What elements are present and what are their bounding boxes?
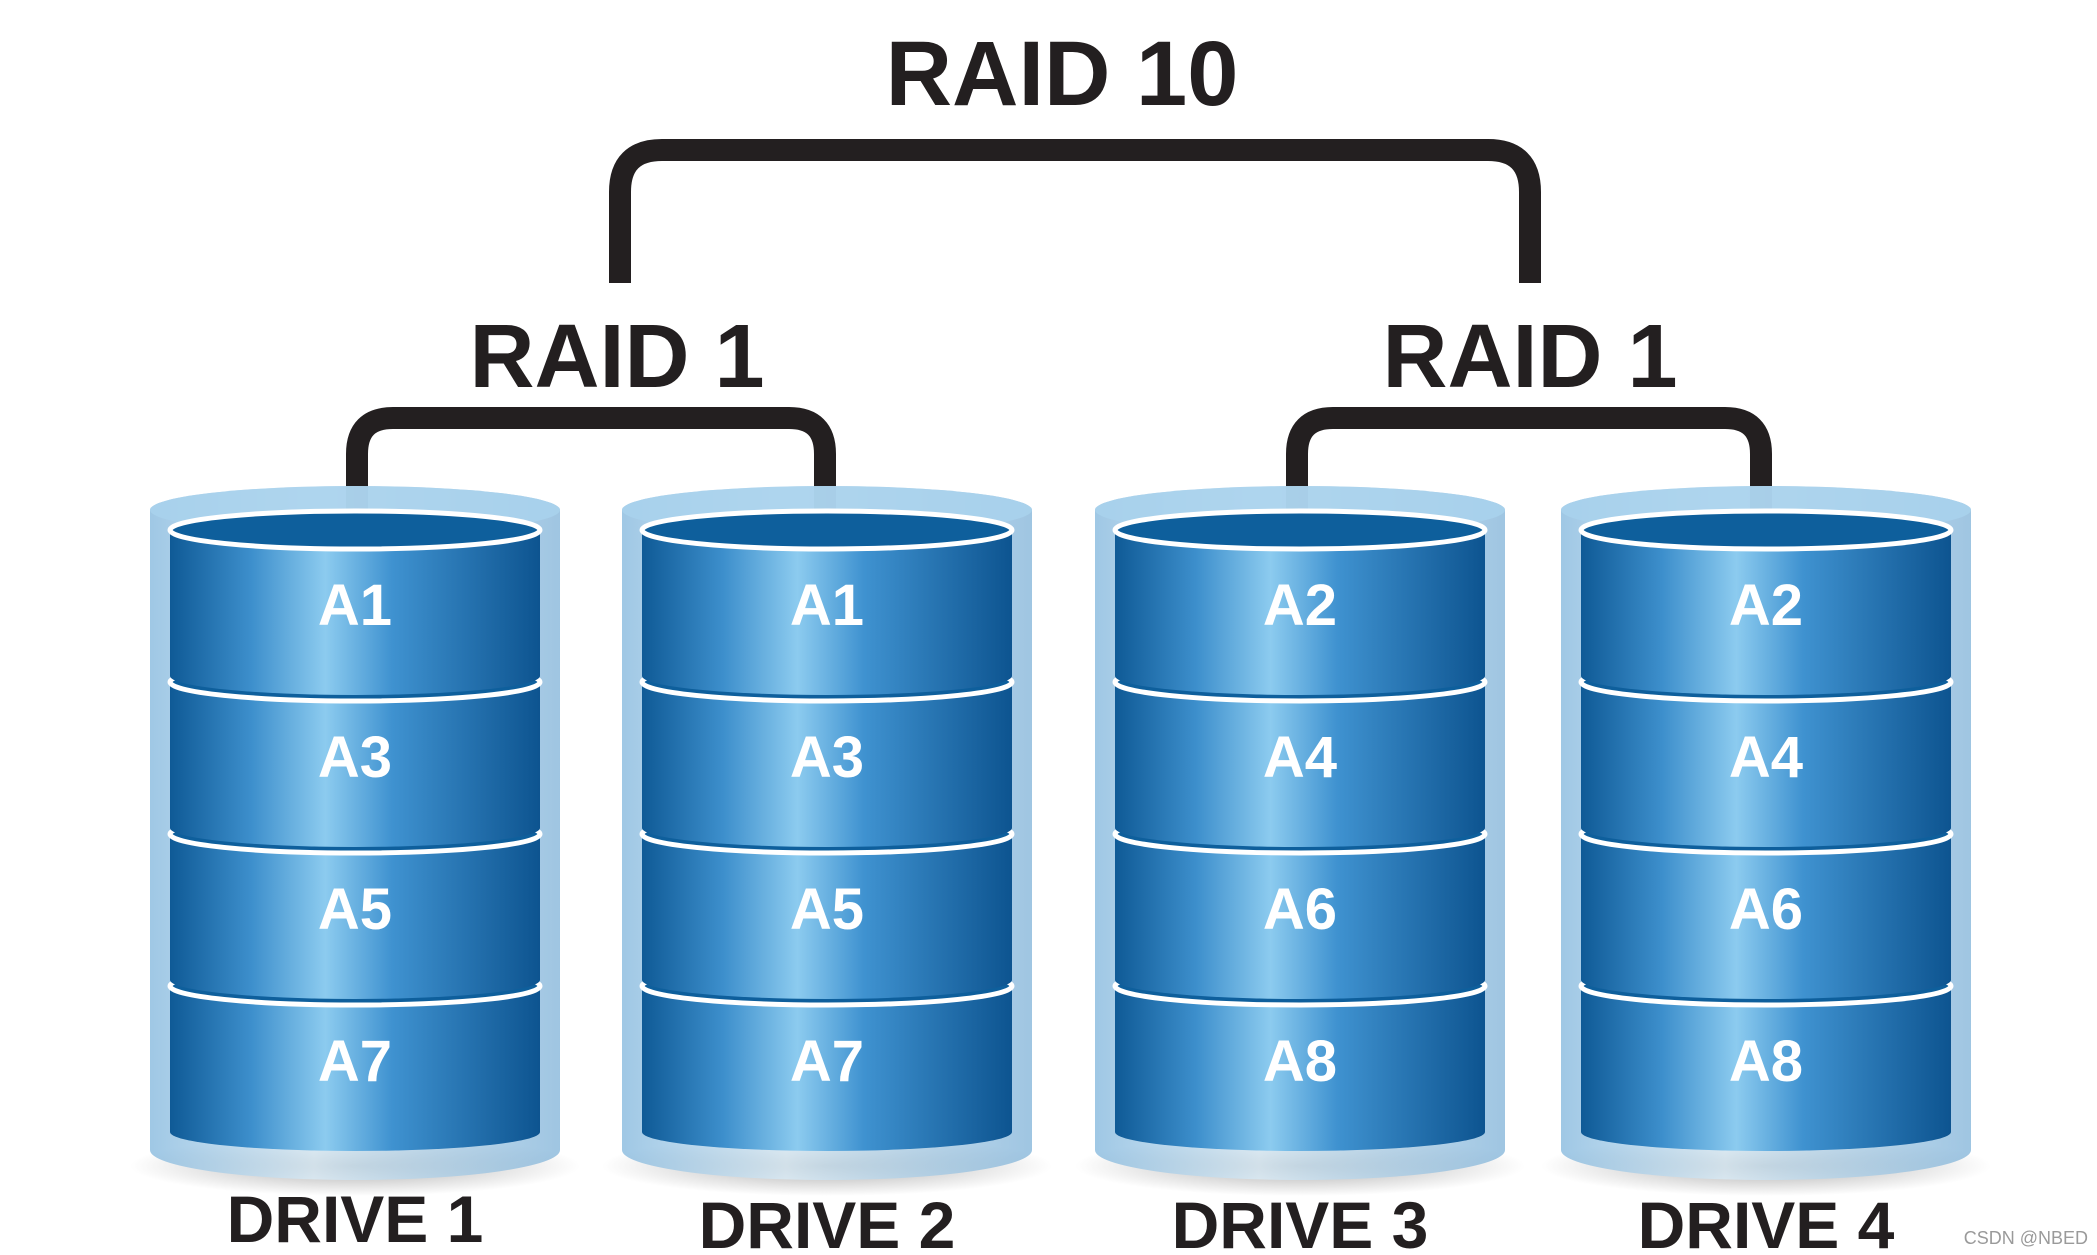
platter-top <box>1578 508 1954 552</box>
raid10-bracket <box>609 139 1541 283</box>
block-label: A6 <box>1729 877 1803 942</box>
platter-body <box>170 834 540 999</box>
platter: A2 <box>1112 508 1488 695</box>
drive-stack-2: A7 A5 A3 A1 <box>602 486 1052 1196</box>
block-label: A5 <box>318 877 392 942</box>
block-label: A4 <box>1729 725 1803 790</box>
platter-body <box>1115 986 1485 1151</box>
block-label: A7 <box>318 1029 392 1094</box>
platter-body <box>170 530 540 695</box>
platter-top <box>639 508 1015 552</box>
watermark: CSDN @NBED <box>1964 1228 2088 1248</box>
platter-top <box>167 508 543 552</box>
raid1-bracket-left <box>346 407 836 530</box>
block-label: A5 <box>790 877 864 942</box>
platter-top <box>1112 508 1488 552</box>
block-label: A4 <box>1263 725 1337 790</box>
platter: A1 <box>639 508 1015 695</box>
block-label: A8 <box>1729 1029 1803 1094</box>
block-label: A2 <box>1729 573 1803 638</box>
drive-label-2: DRIVE 2 <box>699 1188 956 1255</box>
platter-body <box>642 530 1012 695</box>
platter-body <box>642 682 1012 847</box>
raid1-label-left: RAID 1 <box>469 307 764 407</box>
platter-body <box>1115 834 1485 999</box>
platter-body <box>1581 682 1951 847</box>
drive-label-4: DRIVE 4 <box>1638 1188 1895 1255</box>
raid1-label-right: RAID 1 <box>1382 307 1677 407</box>
raid10-title: RAID 10 <box>886 23 1239 125</box>
platter-body <box>1581 834 1951 999</box>
platter-body <box>1115 682 1485 847</box>
drive-label-3: DRIVE 3 <box>1172 1188 1429 1255</box>
block-label: A3 <box>318 725 392 790</box>
platter-body <box>1115 530 1485 695</box>
drive-stack-1: A7 A5 A3 A1 <box>130 486 580 1196</box>
platter-body <box>1581 530 1951 695</box>
drive-stack-4: A8 A6 A4 A2 <box>1541 486 1991 1196</box>
platter-body <box>642 834 1012 999</box>
drive-stack-3: A8 A6 A4 A2 <box>1075 486 1525 1196</box>
block-label: A6 <box>1263 877 1337 942</box>
platter-body <box>1581 986 1951 1151</box>
platter-body <box>642 986 1012 1151</box>
block-label: A3 <box>790 725 864 790</box>
raid1-bracket-right <box>1286 407 1772 530</box>
block-label: A1 <box>318 573 392 638</box>
platter-body <box>170 682 540 847</box>
block-label: A8 <box>1263 1029 1337 1094</box>
block-label: A7 <box>790 1029 864 1094</box>
drive-label-1: DRIVE 1 <box>227 1182 484 1255</box>
platter: A1 <box>167 508 543 695</box>
block-label: A2 <box>1263 573 1337 638</box>
block-label: A1 <box>790 573 864 638</box>
platter: A2 <box>1578 508 1954 695</box>
platter-body <box>170 986 540 1151</box>
